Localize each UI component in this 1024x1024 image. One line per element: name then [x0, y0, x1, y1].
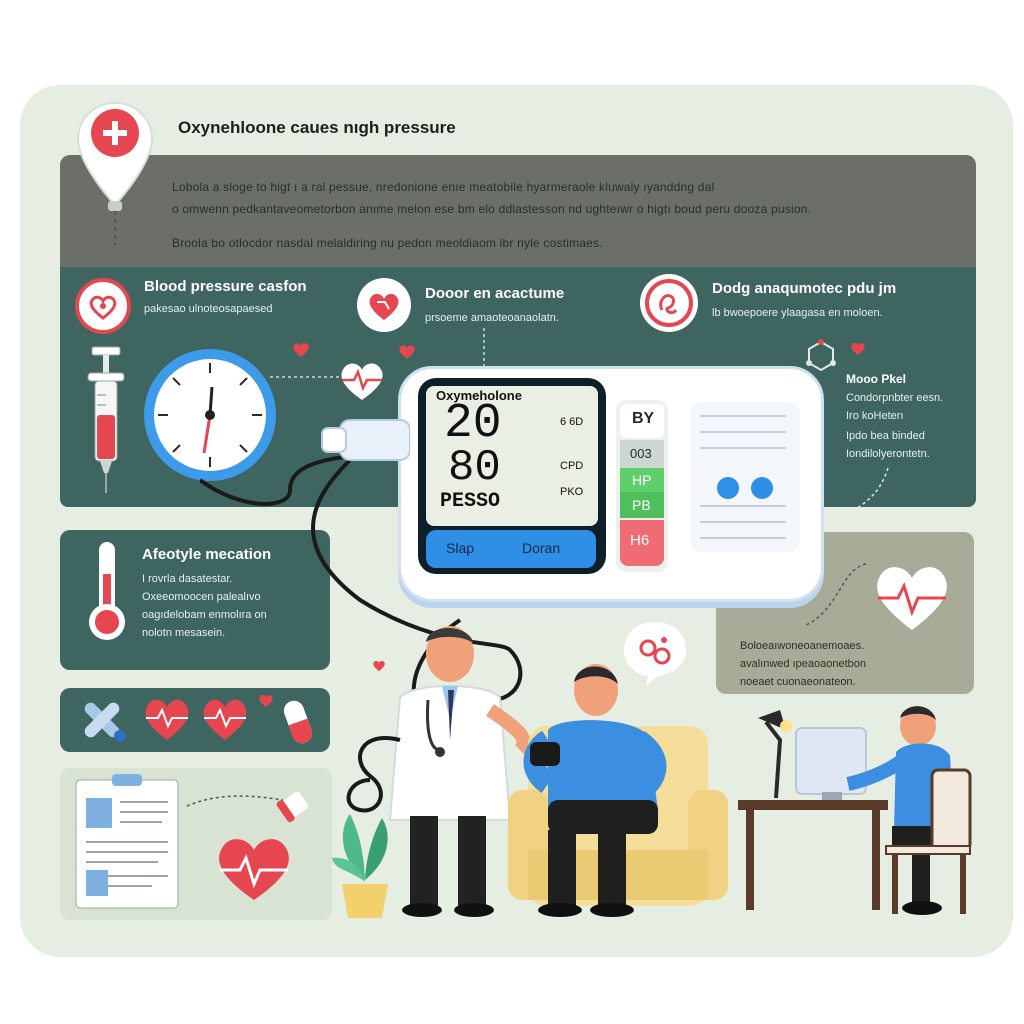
side-note-title: Mooo Pkel [846, 372, 907, 386]
molecule-badge-icon [640, 274, 698, 332]
small-heart-icon [259, 695, 273, 708]
side-panel-line-2: avalınwed ıpeaoaonetbon [740, 658, 866, 670]
device-slap-button[interactable]: Slap [446, 540, 475, 556]
intro-line-1: Lobola a sloge to higt ı a ral pessue, n… [172, 180, 715, 194]
medication-line-3: oagıdelobam enmolıra on [142, 609, 267, 621]
intro-panel [60, 155, 976, 267]
connector-line [186, 795, 284, 807]
bp-category-pb [620, 492, 664, 518]
bp-category-h6 [620, 520, 664, 566]
device-info-lines [690, 402, 800, 552]
device-side-label-top: 6 6D [560, 416, 584, 428]
connector-line [483, 328, 485, 368]
connector-line [803, 563, 867, 627]
medication-title: Afeotyle mecation [142, 546, 272, 563]
medication-line-1: I rovrla dasatestar. [142, 573, 233, 585]
side-note-line-2: Iro koHeterı [846, 410, 904, 422]
pressure-gauge-icon [144, 349, 276, 481]
bp-category-label: HP [632, 472, 652, 488]
molecule-icon [806, 339, 836, 372]
small-heart-icon [851, 343, 865, 356]
device-side-label-mid: CPD [560, 460, 584, 472]
medical-pin-icon [76, 101, 154, 245]
callout-3-title: Dodg anaqumotec pdu jm [712, 280, 897, 297]
device-reading-label: PESSO [440, 490, 501, 513]
connector-line [853, 467, 889, 511]
device-screen [426, 386, 598, 526]
heart-pulse-icon [145, 699, 189, 740]
callout-2-title: Dooor en acactume [425, 285, 565, 302]
heart-badge-icon [75, 278, 131, 334]
doctor-figure [388, 626, 531, 917]
small-heart-icon [293, 343, 309, 357]
callout-2-subtitle: prsoeme amaoteoanaolatn. [425, 312, 559, 324]
heart-pulse-icon [219, 839, 289, 900]
medication-line-4: nolotn mesasein. [142, 627, 226, 639]
side-panel-line-3: noeaet cuonaeonateon. [740, 676, 856, 688]
device-screen-title: Oxymeholone [436, 388, 522, 403]
bp-category-label: BY [632, 410, 655, 427]
callout-1-title: Blood pressure casfon [144, 278, 307, 295]
syringe-icon [87, 346, 125, 493]
intro-line-3: Broola bo otlocdor nasdal melaldiring nu… [172, 236, 603, 250]
bp-category-by [620, 404, 664, 438]
potted-plant-icon [332, 814, 388, 918]
connector-line [270, 376, 340, 378]
device-reading-diastolic: 80 [448, 443, 501, 493]
patient-in-armchair [508, 664, 728, 917]
page-title: Oxynehloone caues nıgh pressure [178, 118, 456, 137]
bp-category-label: H6 [630, 532, 650, 549]
small-heart-icon [399, 345, 415, 359]
device-action-bar [426, 530, 596, 568]
pill-bottle-icon [276, 791, 308, 823]
medication-line-2: Oxeeomoocen palealıvo [142, 591, 261, 603]
stethoscope-tube [346, 736, 401, 813]
side-panel-line-1: Boloeaıwoneoanemoaes. [740, 640, 865, 652]
side-note-line-4: Iondilolyerontetn. [846, 448, 930, 460]
desk-workstation-scene [738, 706, 972, 915]
bp-category-hp [620, 468, 664, 492]
heart-pulse-icon [203, 699, 247, 740]
device-side-label-bottom: PKO [560, 486, 584, 498]
device-reading-systolic: 20 [444, 397, 502, 451]
bp-category-003 [620, 440, 664, 468]
clipboard-report-icon [75, 774, 179, 909]
side-note-line-3: Ipdo bea binded [846, 430, 925, 442]
intro-line-2: o omwenn pedkantaveometorbon anıme melon… [172, 202, 812, 216]
small-heart-icon [373, 660, 385, 672]
bp-category-label: PB [632, 497, 651, 513]
bandage-icon [84, 702, 126, 742]
heart-pulse-icon [341, 363, 383, 400]
callout-1-subtitle: pakesao ulnoteosapaesed [144, 303, 273, 315]
heart-pulse-icon [877, 567, 947, 630]
pill-capsule-icon [283, 700, 313, 744]
side-note-line-1: Condorpnbter eesn. [846, 392, 944, 404]
heart-badge-icon [357, 278, 411, 332]
thermometer-icon [89, 542, 125, 640]
bp-category-label: 003 [630, 446, 652, 461]
device-connector [321, 419, 410, 461]
device-doran-button[interactable]: Doran [522, 540, 561, 556]
callout-3-subtitle: lb bwoepoere ylaagasa en moloen. [712, 307, 883, 319]
chat-bubble-molecule-icon [624, 622, 686, 686]
